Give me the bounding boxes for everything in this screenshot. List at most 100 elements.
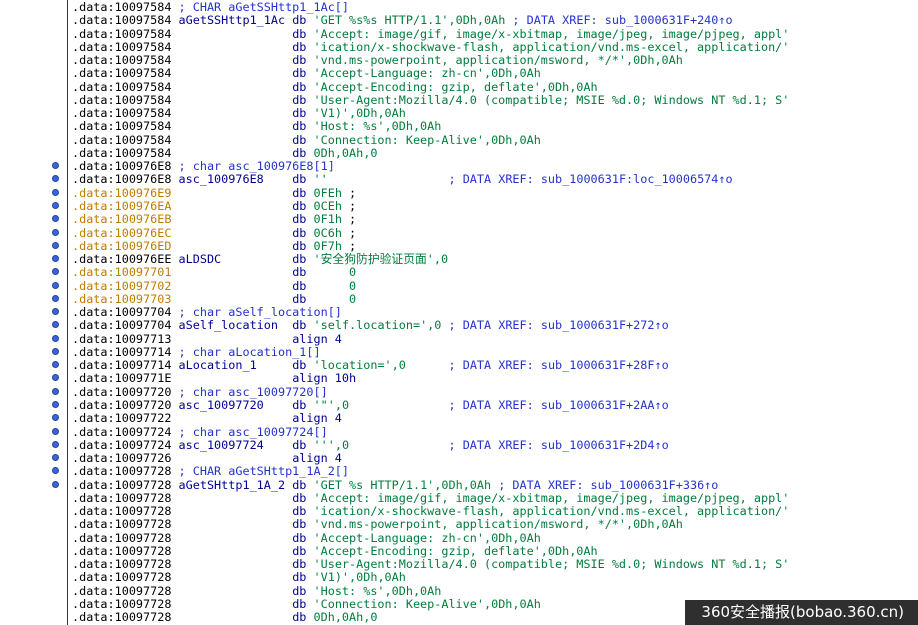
keyword: db xyxy=(292,558,307,572)
listing-line[interactable]: .data:100976EA db 0CEh ; xyxy=(0,200,918,213)
keyword: db xyxy=(292,213,307,227)
listing-line[interactable]: .data:10097584 aGetSSHttp1_1Ac db 'GET %… xyxy=(0,14,918,27)
spacer xyxy=(306,173,313,186)
listing-line[interactable]: .data:10097584 db 'Accept-Language: zh-c… xyxy=(0,67,918,80)
listing-line[interactable]: .data:10097702 db 0 xyxy=(0,280,918,293)
listing-line[interactable]: .data:10097728 db 'User-Agent:Mozilla/4.… xyxy=(0,558,918,571)
spacer xyxy=(171,359,178,372)
address: .data:10097728 xyxy=(72,505,172,519)
keyword: db xyxy=(292,319,307,333)
listing-line[interactable]: .data:10097722 align 4 xyxy=(0,412,918,425)
address: .data:10097584 xyxy=(72,40,172,54)
listing-line[interactable]: .data:10097728 ; CHAR aGetSHttp1_1A_2[] xyxy=(0,465,918,478)
listing-line[interactable]: .data:10097728 db 'Accept: image/gif, im… xyxy=(0,492,918,505)
listing-line[interactable]: .data:10097714 aLocation_1 db 'location=… xyxy=(0,359,918,372)
listing-line[interactable]: .data:10097714 ; char aLocation_1[] xyxy=(0,346,918,359)
spacer xyxy=(306,54,313,67)
address: .data:10097584 xyxy=(72,80,172,94)
spacer xyxy=(264,399,292,412)
listing-line[interactable]: .data:10097584 db 0Dh,0Ah,0 xyxy=(0,147,918,160)
listing-line[interactable]: .data:10097703 db 0 xyxy=(0,293,918,306)
string-literal: 'User-Agent:Mozilla/4.0 (compatible; MSI… xyxy=(313,558,790,572)
listing-line[interactable]: .data:10097584 ; CHAR aGetSSHttp1_1Ac[] xyxy=(0,1,918,14)
listing-line[interactable]: .data:10097584 db 'User-Agent:Mozilla/4.… xyxy=(0,94,918,107)
listing-line[interactable]: .data:10097701 db 0 xyxy=(0,266,918,279)
listing-line[interactable]: .data:10097728 db 'Host: %s',0Dh,0Ah xyxy=(0,585,918,598)
listing-line[interactable]: .data:10097728 db 0Dh,0Ah,0 xyxy=(0,611,918,624)
symbol-name: asc_100976E8 xyxy=(178,173,264,187)
listing-line[interactable]: .data:100976E9 db 0FEh ; xyxy=(0,187,918,200)
listing-line[interactable]: .data:10097728 db 'ication/x-shockwave-f… xyxy=(0,505,918,518)
address: .data:10097584 xyxy=(72,14,172,28)
listing-line[interactable]: .data:10097726 align 4 xyxy=(0,452,918,465)
symbol-name: aGetSHttp1_1A_2 xyxy=(178,478,286,492)
punctuation: ; xyxy=(349,213,357,227)
spacer xyxy=(171,585,292,598)
line-marker-dot xyxy=(52,334,59,342)
listing-line[interactable]: .data:10097728 db 'Accept-Encoding: gzip… xyxy=(0,545,918,558)
keyword: db xyxy=(292,584,307,598)
address: .data:10097726 xyxy=(72,452,172,466)
listing-line[interactable]: .data:100976EC db 0C6h ; xyxy=(0,227,918,240)
listing-line[interactable]: .data:10097728 aGetSHttp1_1A_2 db 'GET %… xyxy=(0,479,918,492)
listing-line[interactable]: .data:100976EE aLDSDC db '安全狗防护验证页面',0 xyxy=(0,253,918,266)
listing-line[interactable]: .data:10097713 align 4 xyxy=(0,333,918,346)
listing-line[interactable]: .data:100976E8 ; char asc_100976E8[1] xyxy=(0,160,918,173)
spacer xyxy=(171,333,292,346)
keyword: db xyxy=(292,14,307,28)
listing-line[interactable]: .data:10097584 db 'Accept: image/gif, im… xyxy=(0,28,918,41)
comment: ; DATA XREF: sub_1000631F+2AA↑o xyxy=(448,398,669,412)
number-literal: ,0 xyxy=(334,398,350,412)
listing-line[interactable]: .data:1009771E align 10h xyxy=(0,372,918,385)
number-literal: 0FEh xyxy=(313,186,342,200)
spacer xyxy=(171,412,292,425)
address: .data:10097728 xyxy=(72,611,172,625)
listing-line[interactable]: .data:10097704 aSelf_location db 'self.l… xyxy=(0,319,918,332)
address: .data:10097584 xyxy=(72,67,172,81)
listing-line[interactable]: .data:100976ED db 0F7h ; xyxy=(0,240,918,253)
string-literal: 'self.location=' xyxy=(313,319,428,333)
keyword: db xyxy=(292,571,307,585)
spacer xyxy=(342,200,349,213)
line-marker-dot xyxy=(52,454,59,462)
margin-divider xyxy=(67,0,68,625)
listing-line[interactable]: .data:10097704 ; char aSelf_location[] xyxy=(0,306,918,319)
string-literal: 'Accept-Encoding: gzip, deflate' xyxy=(313,544,541,558)
number-literal: ,0Dh,0Ah xyxy=(448,14,506,28)
listing-line[interactable]: .data:100976EB db 0F1h ; xyxy=(0,213,918,226)
listing-line[interactable]: .data:10097584 db 'Host: %s',0Dh,0Ah xyxy=(0,120,918,133)
spacer xyxy=(342,227,349,240)
listing-line[interactable]: .data:10097728 db 'Connection: Keep-Aliv… xyxy=(0,598,918,611)
listing-line[interactable]: .data:10097728 db 'vnd.ms-powerpoint, ap… xyxy=(0,518,918,531)
spacer xyxy=(306,187,313,200)
number-literal: ,0 xyxy=(334,438,350,452)
listing-line[interactable]: .data:10097728 db 'Accept-Language: zh-c… xyxy=(0,532,918,545)
listing-line[interactable]: .data:100976E8 asc_100976E8 db '' ; DATA… xyxy=(0,173,918,186)
spacer xyxy=(306,253,313,266)
listing-line[interactable]: .data:10097584 db 'Connection: Keep-Aliv… xyxy=(0,134,918,147)
line-marker-dot xyxy=(52,467,59,475)
listing-line[interactable]: .data:10097584 db 'Accept-Encoding: gzip… xyxy=(0,81,918,94)
string-literal: ''' xyxy=(313,438,335,452)
spacer xyxy=(171,227,292,240)
spacer xyxy=(171,319,178,332)
listing-line[interactable]: .data:10097584 db 'V1)',0Dh,0Ah xyxy=(0,107,918,120)
listing-line[interactable]: .data:10097720 ; char asc_10097720[] xyxy=(0,386,918,399)
listing-line[interactable]: .data:10097720 asc_10097720 db '"',0 ; D… xyxy=(0,399,918,412)
comment: ; DATA XREF: sub_1000631F:loc_10006574↑o xyxy=(448,173,733,187)
address: .data:10097714 xyxy=(72,345,172,359)
address-unexplored: .data:10097702 xyxy=(72,279,172,293)
comment: ; DATA XREF: sub_1000631F+272↑o xyxy=(448,319,669,333)
address: .data:10097724 xyxy=(72,438,172,452)
listing-line[interactable]: .data:10097724 ; char asc_10097724[] xyxy=(0,426,918,439)
listing-line[interactable]: .data:10097584 db 'vnd.ms-powerpoint, ap… xyxy=(0,54,918,67)
address: .data:10097728 xyxy=(72,478,172,492)
address: .data:10097714 xyxy=(72,359,172,373)
spacer xyxy=(171,1,178,14)
listing-line[interactable]: .data:10097724 asc_10097724 db ''',0 ; D… xyxy=(0,439,918,452)
spacer xyxy=(171,386,178,399)
listing-line[interactable]: .data:10097584 db 'ication/x-shockwave-f… xyxy=(0,41,918,54)
listing-line[interactable]: .data:10097728 db 'V1)',0Dh,0Ah xyxy=(0,571,918,584)
spacer xyxy=(306,28,313,41)
